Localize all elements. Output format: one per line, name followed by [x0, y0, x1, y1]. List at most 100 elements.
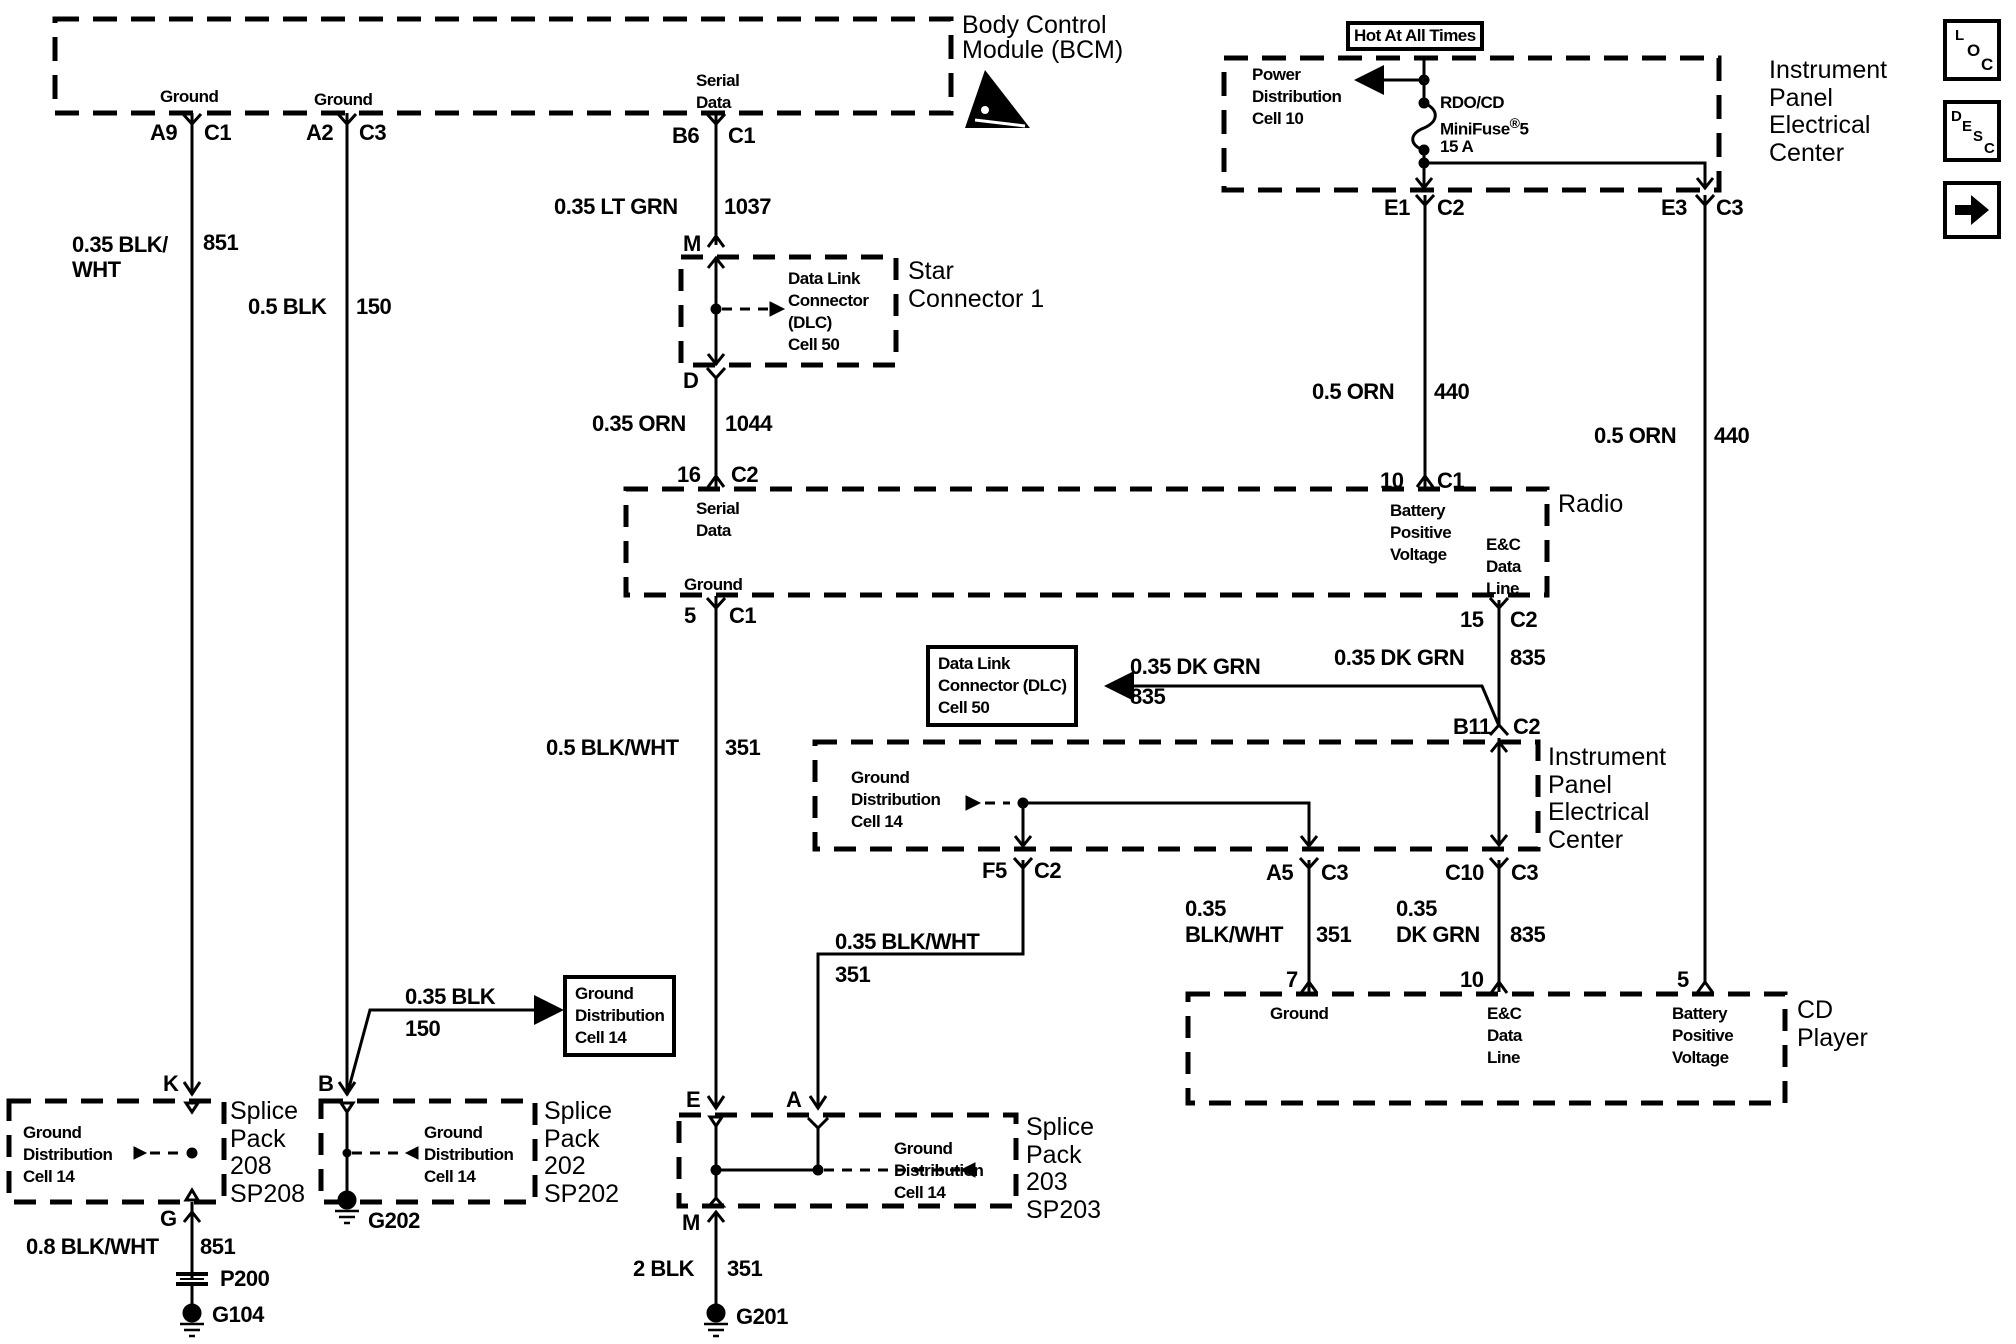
radio-ground-label: Ground: [684, 575, 743, 594]
desc-button[interactable]: D E S C: [1943, 100, 2001, 162]
right-arrow-icon: [1955, 195, 1989, 225]
ipec-connector-c3-c10: C3: [1511, 860, 1539, 885]
ipec-pin-a5: A5: [1266, 860, 1294, 885]
sp208-box: [6, 1098, 227, 1205]
loc-letter-c: C: [1981, 55, 1994, 74]
radio-ec-data-label: E&C Data Line: [1486, 535, 1521, 599]
connector-c2-e1: C2: [1437, 195, 1465, 220]
wire-circuit-351c: 351: [1316, 922, 1352, 947]
wire-spec-351c: 0.35 BLK/WHT: [1185, 896, 1283, 948]
cd-pin-10: 10: [1460, 967, 1484, 992]
sp208-inner-label: Ground Distribution Cell 14: [23, 1123, 113, 1187]
radio-pin-10: 10: [1380, 468, 1404, 493]
g104-ground-symbol: [180, 1303, 204, 1338]
wire-spec-351b: 0.35 BLK/WHT: [835, 929, 980, 954]
radio-box: [623, 486, 1550, 598]
radio-connector-c1-10: C1: [1437, 468, 1465, 493]
ipec-bottom-title: Instrument Panel Electrical Center: [1548, 743, 1667, 854]
radio-serial-data-label: Serial Data: [696, 499, 740, 541]
loc-letter-l: L: [1955, 27, 1965, 44]
sp203-title: Splice Pack 203 SP203: [1026, 1113, 1102, 1224]
bcm-pin-label-serial-data: Serial Data: [696, 71, 740, 113]
desc-letter-e: E: [1962, 118, 1973, 135]
radio-pin-16: 16: [677, 462, 701, 487]
ground-distribution-reference-box[interactable]: Ground Distribution Cell 14: [563, 975, 677, 1058]
wire-spec-835c: 0.35 DK GRN: [1396, 896, 1480, 948]
wire-circuit-835a: 835: [1130, 684, 1166, 709]
wire-circuit-835c: 835: [1510, 922, 1546, 947]
fuse-type: MiniFuse®5: [1440, 114, 1529, 141]
g201-label: G201: [736, 1304, 788, 1329]
radio-battery-label: Battery Positive Voltage: [1390, 501, 1452, 565]
sp203-inner-label: Ground Distribution Cell 14: [894, 1139, 984, 1203]
connector-c1-b6: C1: [728, 123, 756, 148]
next-button[interactable]: [1943, 181, 2001, 239]
sp208-pin-k: K: [163, 1071, 179, 1096]
desc-letter-s: S: [1973, 128, 1984, 145]
p200-label: P200: [220, 1266, 270, 1291]
wire-circuit-351d: 351: [727, 1256, 763, 1281]
sp202-pin-b: B: [318, 1071, 334, 1096]
ipec-bottom-box: [812, 739, 1541, 852]
g202-label: G202: [368, 1208, 420, 1233]
wire-spec-851b: 0.8 BLK/WHT: [26, 1234, 159, 1259]
wire-spec-150b: 0.35 BLK: [405, 984, 496, 1009]
ipec-pin-f5: F5: [982, 858, 1007, 883]
wire-spec-835b: 0.35 DK GRN: [1334, 645, 1465, 670]
wire-spec-851a: 0.35 BLK/ WHT: [72, 232, 168, 283]
radio-connector-c2-16: C2: [731, 462, 759, 487]
ipec-connector-c2-f5: C2: [1034, 858, 1062, 883]
hot-at-all-times-label: Hot At All Times: [1346, 21, 1484, 51]
fuse-name: RDO/CD: [1440, 93, 1505, 112]
cd-ec-data-label: E&C Data Line: [1487, 1004, 1522, 1068]
wire-circuit-150a: 150: [356, 294, 392, 319]
wire-spec-351a: 0.5 BLK/WHT: [546, 735, 679, 760]
pin-a9: A9: [150, 120, 178, 145]
cd-pin-7: 7: [1286, 967, 1298, 992]
wire-circuit-440a: 440: [1434, 379, 1470, 404]
wire-circuit-1037: 1037: [724, 194, 771, 219]
pin-b6: B6: [672, 123, 700, 148]
wire-circuit-351a: 351: [725, 735, 761, 760]
g202-ground-symbol: [335, 1190, 359, 1225]
sp208-pin-g: G: [160, 1206, 177, 1231]
wire-1044: [705, 366, 727, 488]
pin-e3: E3: [1661, 195, 1687, 220]
dlc-reference-box[interactable]: Data Link Connector (DLC) Cell 50: [926, 645, 1079, 728]
p200-connector-symbol: [176, 1272, 208, 1286]
radio-title: Radio: [1558, 490, 1624, 518]
wire-440: [1354, 58, 1716, 994]
wire-circuit-1044: 1044: [725, 411, 772, 436]
wire-150: [336, 112, 564, 1192]
bcm-pin-label-ground-a9: Ground: [160, 87, 219, 106]
wire-835: [1104, 596, 1510, 994]
star-pin-m: M: [683, 231, 701, 256]
fuse-rating: 15 A: [1440, 137, 1474, 156]
radio-connector-c2-15: C2: [1510, 607, 1538, 632]
sp202-inner-label: Ground Distribution Cell 14: [424, 1123, 514, 1187]
wire-circuit-851b: 851: [200, 1234, 236, 1259]
cd-pin-5: 5: [1677, 967, 1689, 992]
cd-player-title: CD Player: [1797, 996, 1868, 1052]
wire-circuit-440b: 440: [1714, 423, 1750, 448]
connector-c1-a9: C1: [204, 120, 232, 145]
ipec-connector-c3-a5: C3: [1321, 860, 1349, 885]
fuse-number: 5: [1519, 119, 1529, 139]
wire-851: [181, 112, 203, 1280]
wire-351-radio: [705, 596, 824, 1305]
loc-button[interactable]: L O C: [1943, 19, 2001, 81]
sp202-box: [318, 1098, 538, 1205]
bcm-title: Body Control Module (BCM): [962, 11, 1124, 64]
bcm-pin-label-ground-a2: Ground: [314, 90, 373, 109]
ipec-ground-dist-label: Ground Distribution Cell 14: [851, 768, 941, 832]
sp203-pin-a: A: [786, 1087, 802, 1112]
wire-spec-351d: 2 BLK: [633, 1256, 695, 1281]
pin-e1: E1: [1384, 195, 1410, 220]
ipec-top-title: Instrument Panel Electrical Center: [1769, 56, 1888, 167]
star-connector-title: Star Connector 1: [908, 257, 1045, 313]
cd-ground-label: Ground: [1270, 1004, 1329, 1023]
pin-a2: A2: [306, 120, 334, 145]
desc-letter-c: C: [1984, 140, 1995, 157]
wire-spec-835a: 0.35 DK GRN: [1130, 654, 1261, 679]
